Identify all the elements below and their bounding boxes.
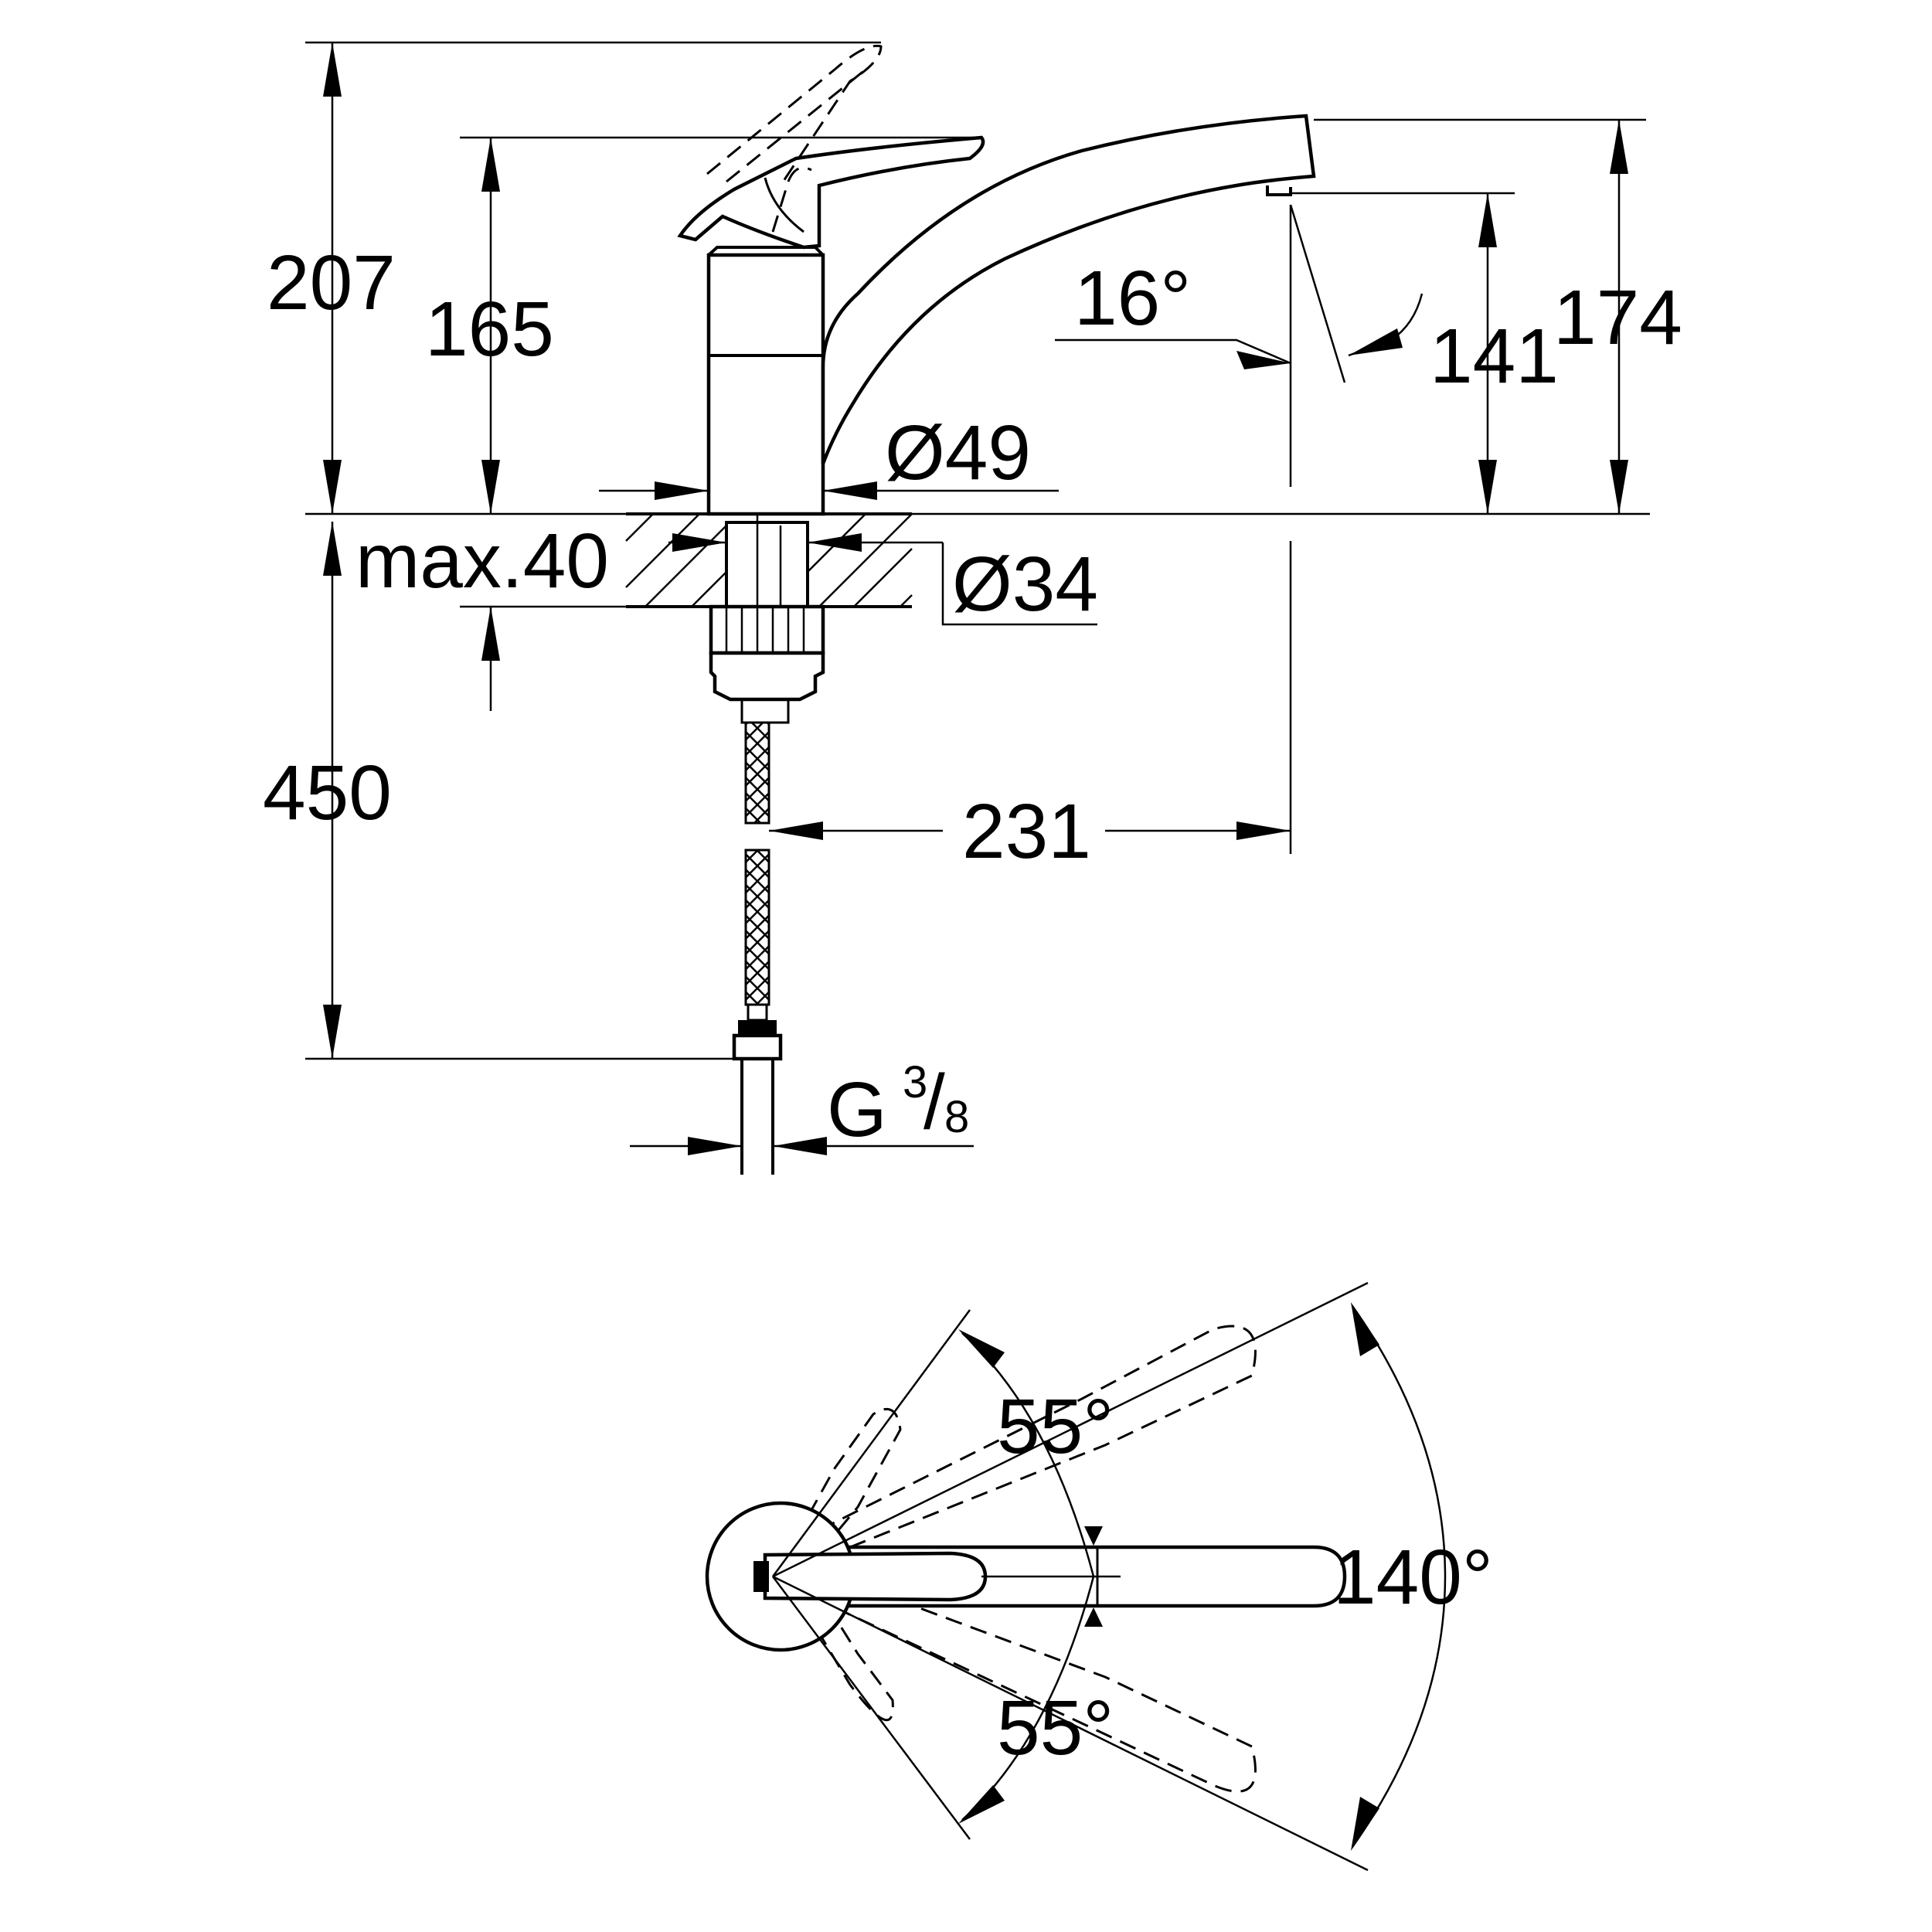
dim-body-diameter: Ø49 bbox=[885, 410, 1031, 496]
angle-construction bbox=[771, 1281, 1447, 1872]
angle-total: 140° bbox=[1333, 1534, 1493, 1621]
thread-numerator: 3 bbox=[903, 1057, 927, 1107]
connection-thread-label: G 3 / 8 bbox=[827, 1057, 969, 1153]
thread-letter: G bbox=[827, 1066, 887, 1153]
dim-lever-height: 165 bbox=[425, 286, 554, 372]
angle-lower: 55° bbox=[997, 1685, 1114, 1771]
faucet-body bbox=[706, 246, 825, 516]
thread-denominator: 8 bbox=[944, 1092, 969, 1142]
countertop-section bbox=[625, 510, 913, 619]
lever-swing-positions bbox=[794, 1325, 1257, 1793]
dim-lines bbox=[305, 41, 1650, 1155]
dim-spout-angle: 16° bbox=[1074, 255, 1191, 342]
dim-hole-diameter: Ø34 bbox=[952, 541, 1098, 628]
dim-deck-thickness: max.40 bbox=[355, 518, 609, 604]
dim-outlet-height: 141 bbox=[1430, 313, 1559, 400]
dim-hose-length: 450 bbox=[263, 750, 392, 836]
side-view: 207 165 174 141 16° Ø49 Ø34 max.40 450 2… bbox=[263, 41, 1682, 1175]
lever-handle bbox=[677, 135, 985, 250]
lever-alt-position bbox=[706, 44, 883, 233]
top-view: 55° 55° 140° bbox=[705, 1281, 1493, 1872]
dim-reach: 231 bbox=[962, 788, 1091, 875]
thread-slash: / bbox=[923, 1059, 945, 1145]
spout bbox=[821, 114, 1316, 464]
supply-hose bbox=[732, 721, 783, 1175]
mounting-shank bbox=[709, 604, 825, 724]
angle-upper: 55° bbox=[997, 1383, 1114, 1470]
dim-total-height: 207 bbox=[267, 240, 396, 326]
dim-spout-height: 174 bbox=[1553, 274, 1682, 361]
